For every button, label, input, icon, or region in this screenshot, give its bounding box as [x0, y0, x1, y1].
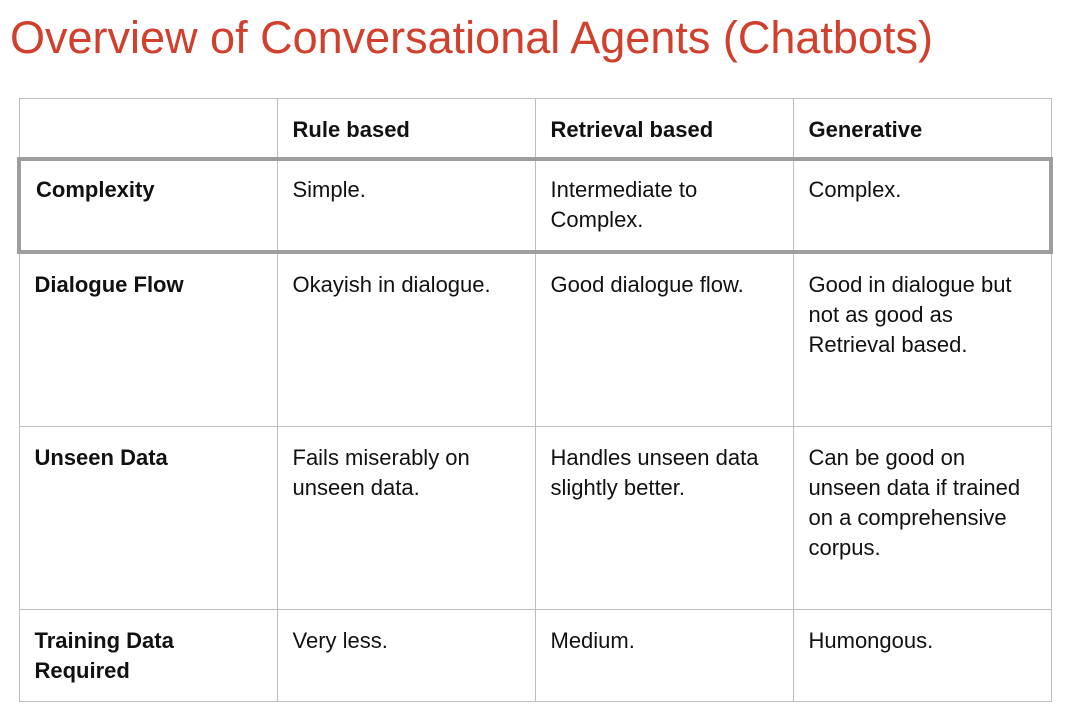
cell-dialogue-rule: Okayish in dialogue.: [276, 251, 536, 427]
table-row-training-data: Training Data Required Very less. Medium…: [18, 609, 1052, 702]
header-cell-retrieval-based: Retrieval based: [534, 98, 794, 159]
row-label-dialogue-flow: Dialogue Flow: [18, 251, 278, 427]
slide-title: Overview of Conversational Agents (Chatb…: [10, 12, 933, 63]
cell-dialogue-generative: Good in dialogue but not as good as Retr…: [792, 251, 1052, 427]
cell-unseen-retrieval: Handles unseen data slightly better.: [534, 426, 794, 610]
table-row-dialogue-flow: Dialogue Flow Okayish in dialogue. Good …: [18, 251, 1052, 427]
header-cell-generative: Generative: [792, 98, 1052, 159]
header-cell-empty: [18, 98, 278, 159]
cell-training-retrieval: Medium.: [534, 609, 794, 702]
cell-training-rule: Very less.: [276, 609, 536, 702]
cell-complexity-generative: Complex.: [792, 156, 1053, 254]
table-row-complexity: Complexity Simple. Intermediate to Compl…: [17, 156, 1053, 254]
cell-dialogue-retrieval: Good dialogue flow.: [534, 251, 794, 427]
table-row-unseen-data: Unseen Data Fails miserably on unseen da…: [18, 426, 1052, 610]
row-label-complexity: Complexity: [17, 156, 278, 254]
row-label-training-data: Training Data Required: [18, 609, 278, 702]
cell-complexity-retrieval: Intermediate to Complex.: [534, 156, 794, 254]
row-label-unseen-data: Unseen Data: [18, 426, 278, 610]
cell-training-generative: Humongous.: [792, 609, 1052, 702]
comparison-table: Rule based Retrieval based Generative Co…: [17, 98, 1053, 702]
header-cell-rule-based: Rule based: [276, 98, 536, 159]
table-header-row: Rule based Retrieval based Generative: [18, 98, 1052, 159]
cell-complexity-rule: Simple.: [276, 156, 536, 254]
cell-unseen-generative: Can be good on unseen data if trained on…: [792, 426, 1052, 610]
cell-unseen-rule: Fails miserably on unseen data.: [276, 426, 536, 610]
